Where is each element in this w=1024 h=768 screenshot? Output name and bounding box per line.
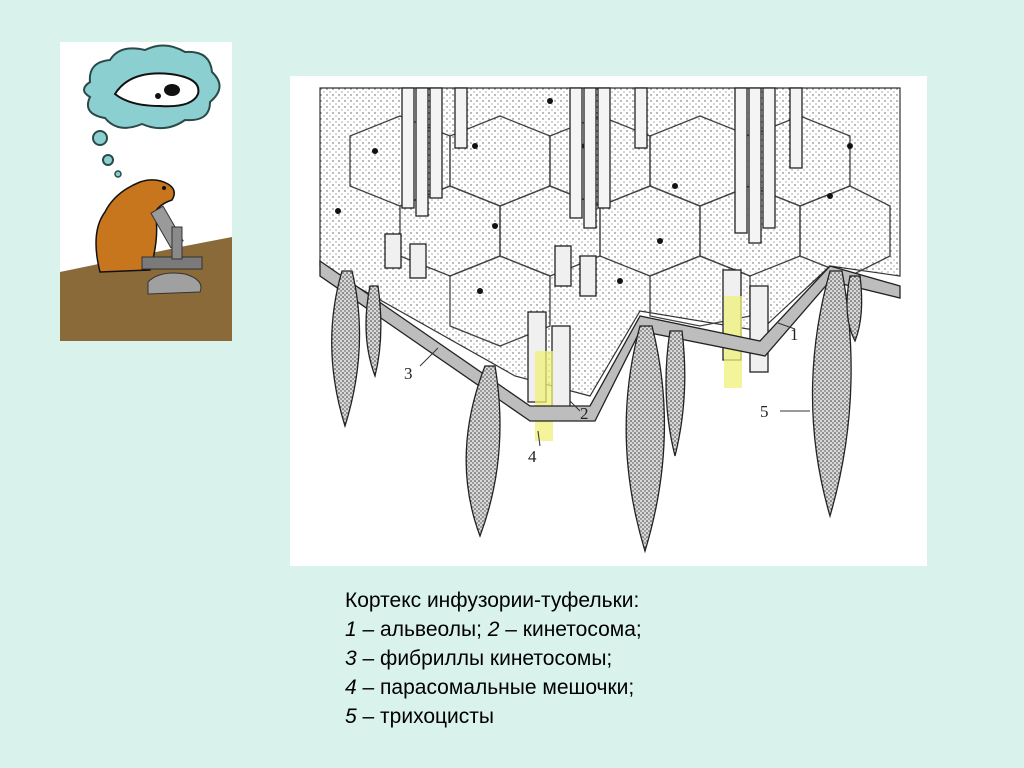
cortex-diagram: 1 2 3 4 5	[290, 76, 927, 566]
caption-text: – альвеолы;	[356, 618, 488, 641]
label-1: 1	[790, 325, 799, 344]
caption-item-4: 4 – парасомальные мешочки;	[345, 673, 845, 702]
label-5: 5	[760, 402, 769, 421]
caption-num: 3	[345, 647, 357, 670]
caption-item-1: 1 – альвеолы; 2 – кинетосома;	[345, 615, 845, 644]
cartoon-illustration	[60, 42, 232, 341]
caption-num: 1	[345, 618, 357, 641]
label-3: 3	[404, 364, 413, 383]
caption-item-5: 5 – трихоцисты	[345, 702, 845, 731]
caption-text: – фибриллы кинетосомы;	[356, 647, 613, 670]
cilia	[401, 87, 803, 244]
label-2: 2	[580, 404, 589, 423]
caption-num: 5	[345, 705, 357, 728]
caption-item-3: 3 – фибриллы кинетосомы;	[345, 644, 845, 673]
trichocysts	[331, 270, 863, 554]
caption-text: – трихоцисты	[356, 705, 494, 728]
caption-text: – кинетосома;	[499, 618, 642, 641]
paramecium-shape	[113, 72, 200, 108]
leader-lines	[419, 322, 810, 447]
caption-title: Кортекс инфузории-туфельки:	[345, 589, 640, 612]
label-4: 4	[528, 447, 537, 466]
caption-num: 4	[345, 676, 357, 699]
caption-num: 2	[487, 618, 500, 641]
caption-text: – парасомальные мешочки;	[356, 676, 635, 699]
figure-caption: Кортекс инфузории-туфельки: 1 – альвеолы…	[345, 586, 845, 731]
